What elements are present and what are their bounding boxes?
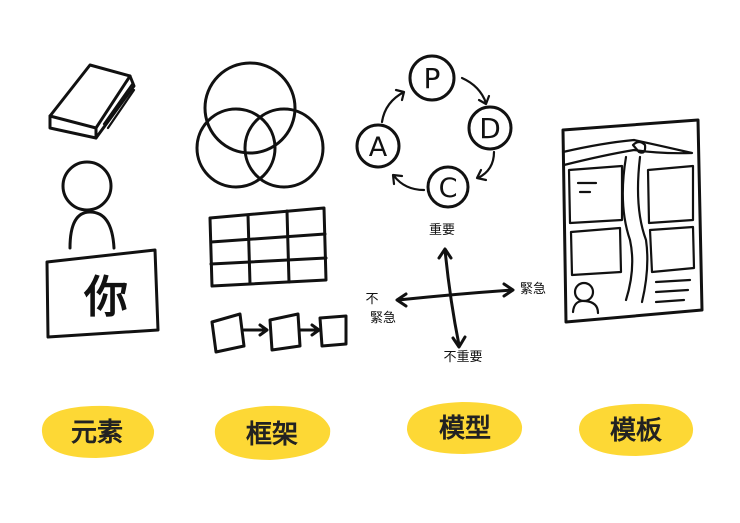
cycle-node-a: A — [355, 123, 401, 169]
book-icon — [48, 63, 136, 140]
label-framework: 框架 — [246, 420, 298, 450]
person-label: 你 — [83, 272, 128, 323]
axis-top-label: 重要 — [429, 222, 455, 238]
document-template-icon — [561, 118, 704, 324]
cycle-arrows — [380, 76, 496, 192]
svg-text:C: C — [439, 173, 458, 204]
cycle-node-c: C — [426, 165, 470, 209]
process-flow-icon — [210, 312, 348, 354]
svg-text:P: P — [424, 62, 441, 95]
svg-text:D: D — [479, 112, 501, 145]
pdca-cycle: P D C A — [355, 54, 513, 209]
label-template: 模板 — [610, 416, 662, 446]
cycle-node-p: P — [408, 54, 456, 102]
person-icon — [61, 160, 116, 250]
label-badge-elements: 元素 — [41, 405, 155, 458]
axis-right-label: 緊急 — [520, 282, 546, 297]
grid-table-icon — [208, 206, 328, 288]
axis-bottom-label: 不重要 — [443, 349, 482, 365]
axis-left-label-line1: 不 — [365, 292, 378, 307]
svg-text:A: A — [369, 132, 388, 163]
label-badge-model: 模型 — [406, 402, 523, 454]
cycle-node-d: D — [467, 105, 513, 151]
axis-left-label-line2: 緊急 — [370, 311, 396, 326]
venn-diagram-icon — [195, 61, 325, 189]
label-badge-template: 模板 — [578, 403, 694, 456]
label-elements: 元素 — [71, 418, 123, 448]
person-label-card: 你 — [45, 248, 160, 339]
label-model: 模型 — [439, 414, 491, 444]
priority-matrix: 重要 緊急 不重要 不 緊急 — [365, 222, 546, 365]
label-badge-framework: 框架 — [214, 405, 331, 460]
